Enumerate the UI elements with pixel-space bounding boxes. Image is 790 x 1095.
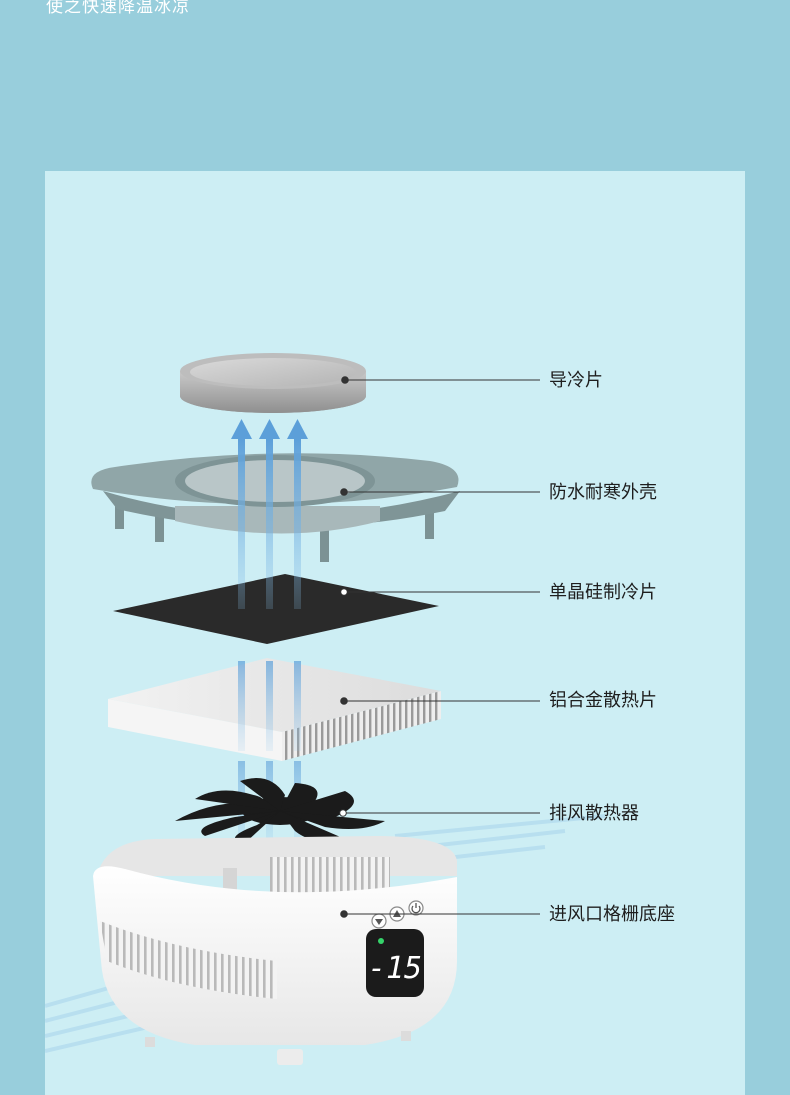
- leader-lines: [339, 376, 540, 918]
- label-intake-base: 进风口格栅底座: [549, 904, 675, 925]
- temperature-display: -15: [366, 929, 424, 997]
- status-led-icon: [378, 938, 384, 944]
- label-exhaust-fan: 排风散热器: [549, 803, 639, 824]
- display-reading: -15: [368, 951, 422, 986]
- label-aluminum-heatsink: 铝合金散热片: [549, 690, 657, 711]
- label-cooling-plate: 导冷片: [549, 370, 603, 391]
- exploded-view: -15: [45, 353, 606, 1065]
- power-icon[interactable]: [408, 900, 424, 916]
- label-waterproof-shell: 防水耐寒外壳: [549, 482, 657, 503]
- waterproof-shell: [91, 453, 460, 562]
- exhaust-fan: [175, 778, 385, 843]
- silicon-cooling-plate: [113, 574, 439, 644]
- cooling-plate: [180, 353, 366, 413]
- aluminum-heatsink: [108, 658, 441, 761]
- product-panel: -15: [45, 171, 745, 1095]
- down-arrow-icon[interactable]: [371, 913, 387, 929]
- intake-grille-base: -15: [93, 836, 457, 1065]
- label-silicon-plate: 单晶硅制冷片: [549, 582, 657, 603]
- top-caption: 使之快速降温冰凉: [46, 0, 190, 17]
